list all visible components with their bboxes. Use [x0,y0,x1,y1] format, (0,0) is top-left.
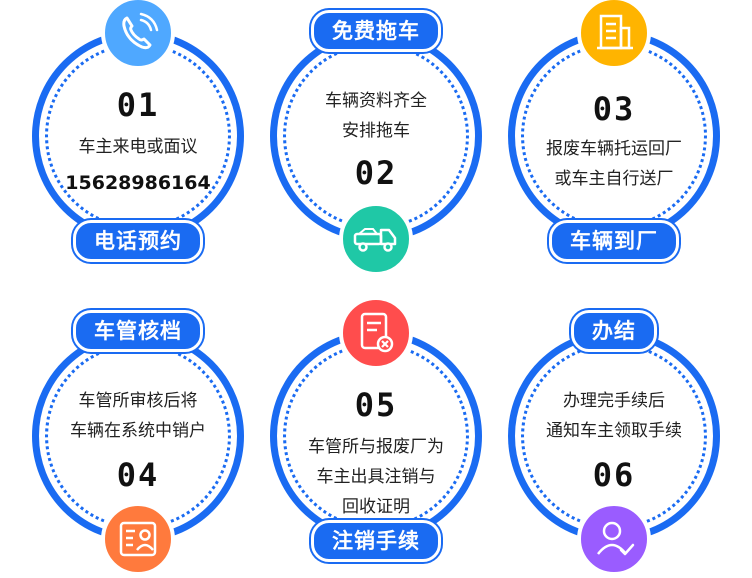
phone-number: 15628986164 [65,172,211,194]
step-description-line: 办理完手续后 [563,391,665,411]
form-icon [101,502,175,576]
phone-icon [101,0,175,70]
step-label: 车管核档 [73,310,203,352]
step-03: 03 报废车辆托运回厂 或车主自行送厂 车辆到厂 [508,0,720,262]
step-number: 01 [116,86,160,124]
step-description-line: 车主出具注销与 [316,467,436,487]
step-06: 办结 办理完手续后 通知车主领取手续 06 [508,310,720,576]
step-description-line: 通知车主领取手续 [546,421,682,441]
step-number: 06 [592,456,636,494]
step-description-line: 安排拖车 [342,121,410,141]
step-description-line: 车管所与报废厂为 [308,437,444,457]
document-cancel-icon [339,296,413,370]
step-description-line: 或车主自行送厂 [554,169,674,189]
step-number: 02 [354,154,398,192]
step-04: 车管核档 车管所审核后将 车辆在系统中销户 04 [32,310,244,576]
step-description: 车主来电或面议 [78,137,198,157]
step-description-line: 车辆在系统中销户 [70,421,206,441]
step-05: 05 车管所与报废厂为 车主出具注销与 回收证明 注销手续 [270,296,482,562]
step-number: 03 [592,90,636,128]
step-label: 车辆到厂 [549,220,679,262]
step-01: 01 车主来电或面议 15628986164 电话预约 [32,0,244,262]
step-number: 04 [116,456,160,494]
step-description-line: 回收证明 [342,497,410,517]
truck-icon [339,202,413,276]
step-number: 05 [354,386,398,424]
step-description-line: 车辆资料齐全 [325,91,427,111]
step-description-line: 报废车辆托运回厂 [546,139,682,159]
step-label: 注销手续 [311,520,441,562]
step-label: 免费拖车 [311,10,441,52]
step-02: 免费拖车 车辆资料齐全 安排拖车 02 [270,10,482,276]
building-icon [577,0,651,70]
step-label: 电话预约 [73,220,203,262]
step-label: 办结 [571,310,657,352]
step-description-line: 车管所审核后将 [78,391,198,411]
user-check-icon [577,502,651,576]
